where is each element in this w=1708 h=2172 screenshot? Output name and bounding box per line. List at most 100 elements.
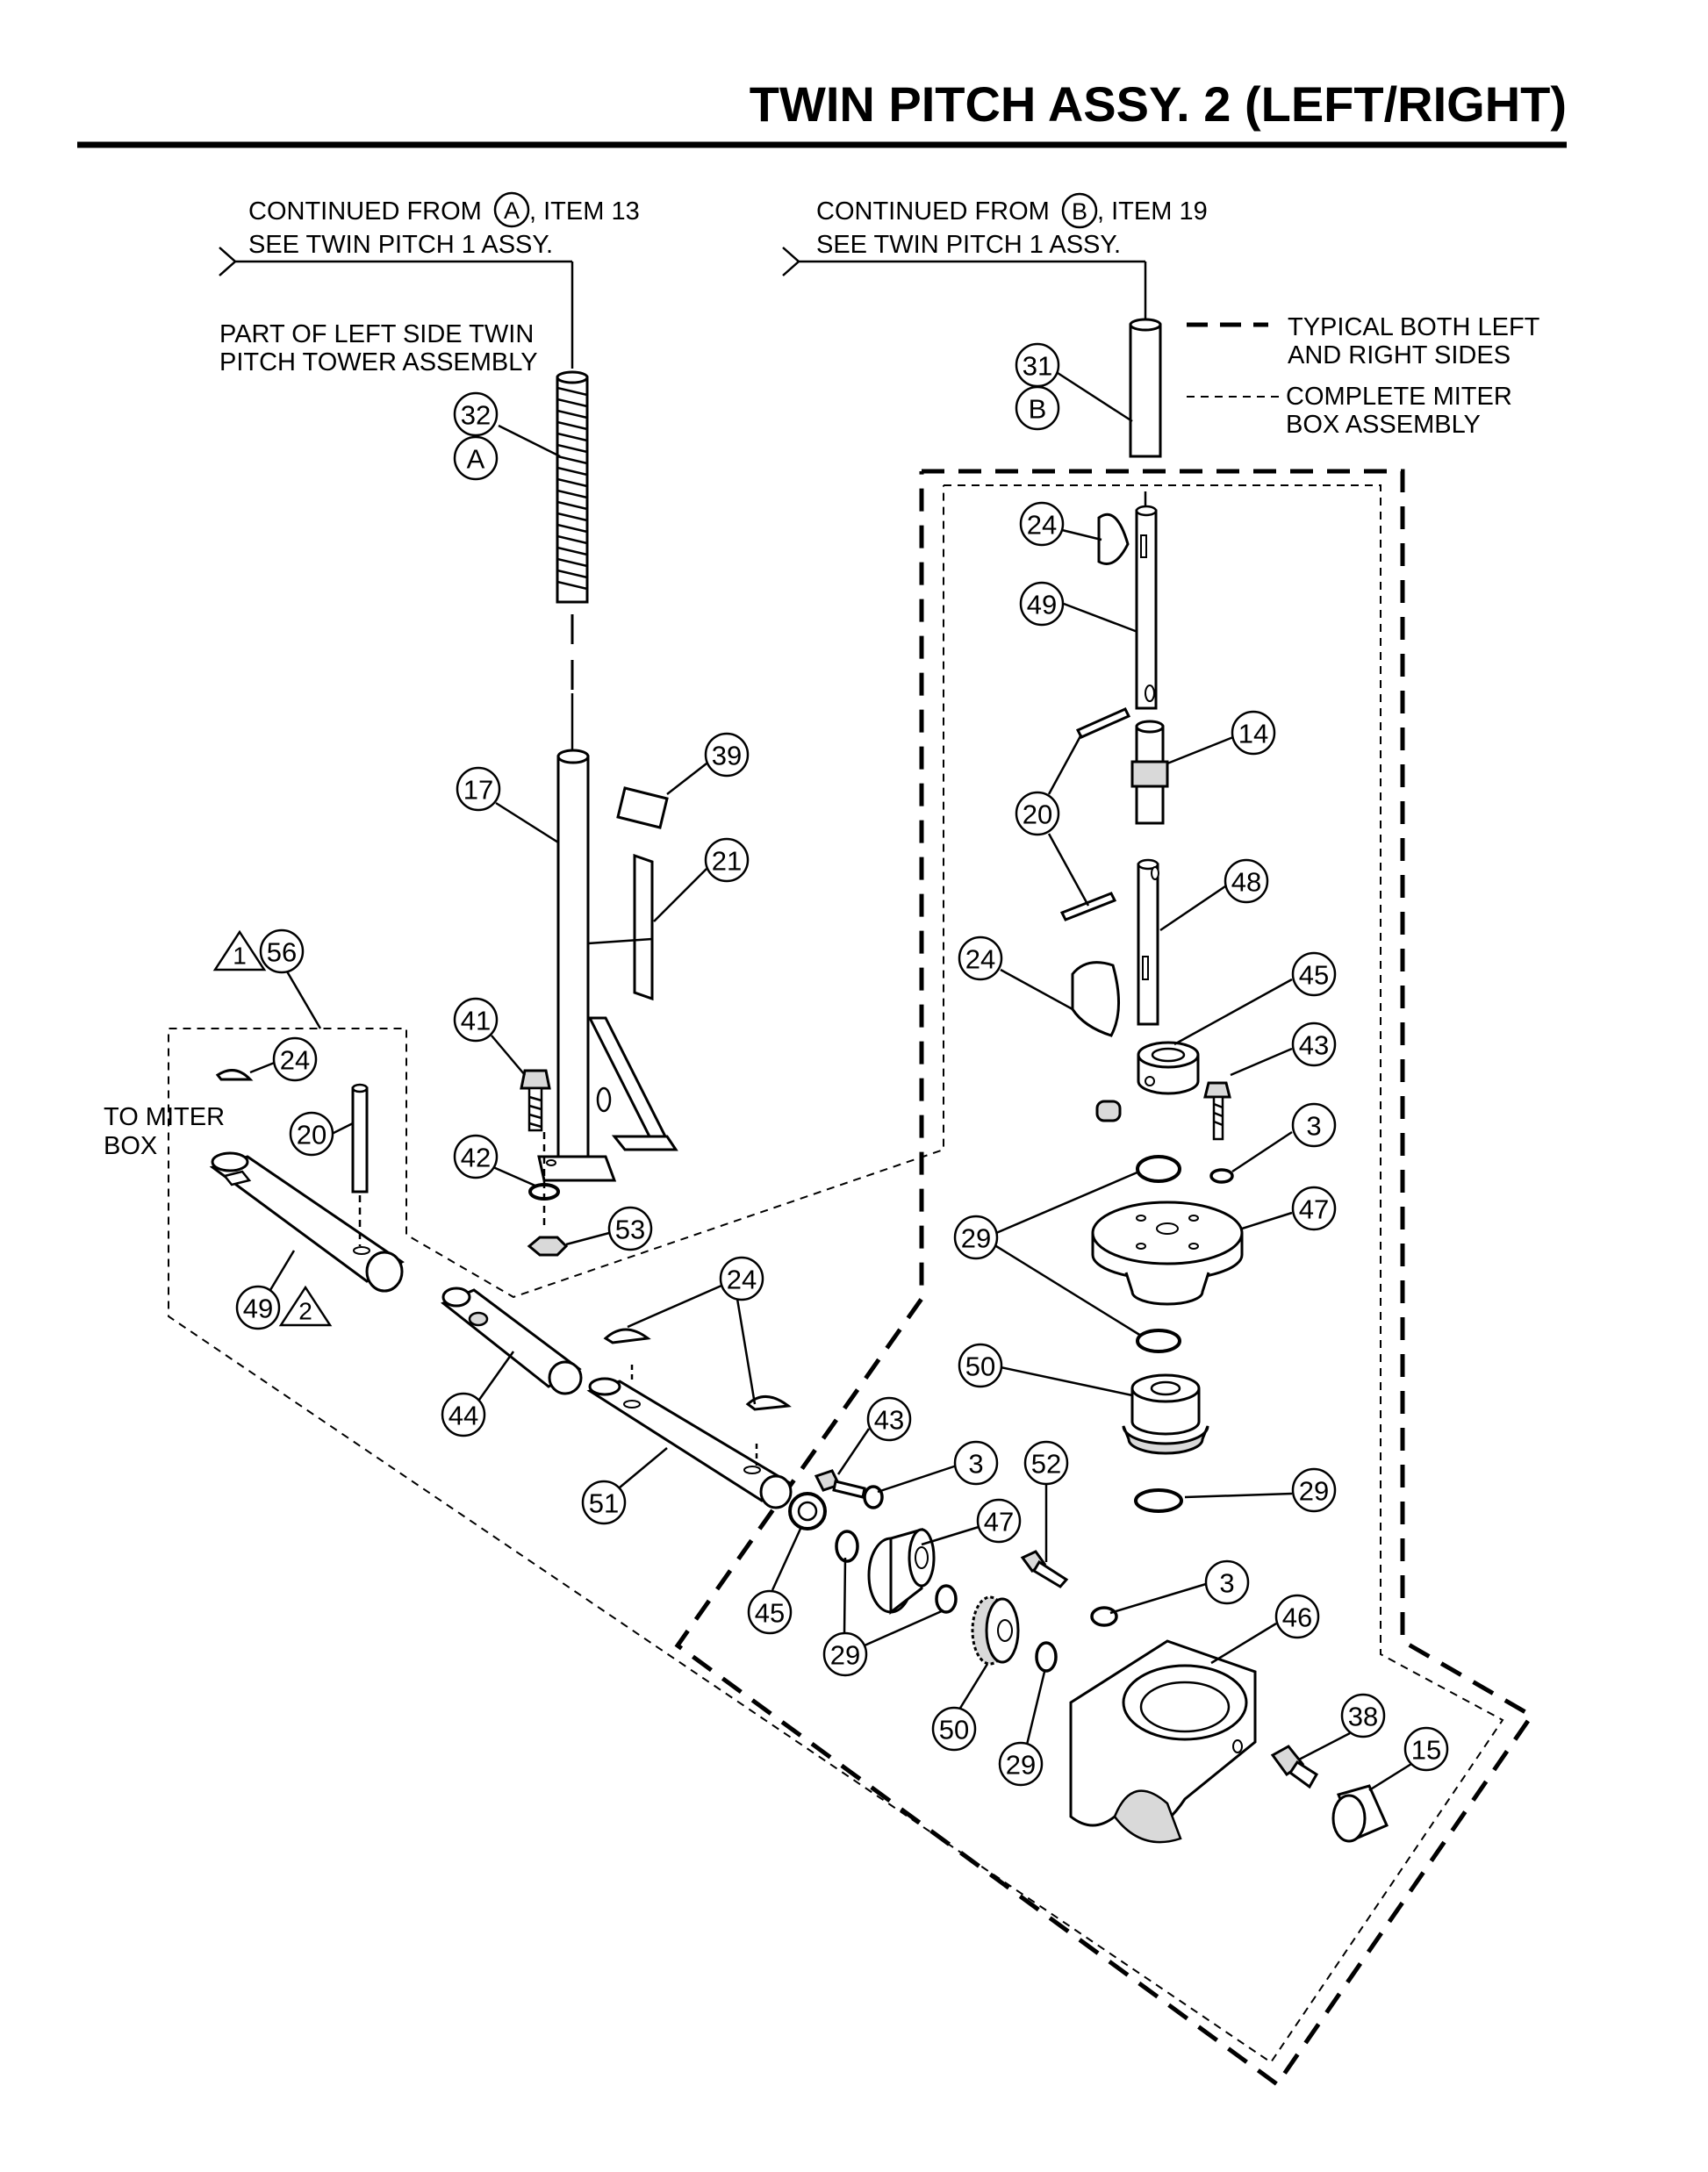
callout-circle — [1015, 791, 1060, 836]
break-mark-a — [219, 247, 237, 276]
callout-number: 20 — [297, 1120, 327, 1151]
callout-number: 31 — [1023, 351, 1052, 382]
callout-a1: A — [453, 435, 499, 481]
callout-circle — [866, 1396, 912, 1442]
callout-circle — [1231, 710, 1276, 756]
callout-47b: 47 — [976, 1498, 1022, 1544]
callout-number: 43 — [1299, 1030, 1329, 1061]
callout-number: 52 — [1031, 1449, 1061, 1480]
legend-typical-line1: TYPICAL BOTH LEFT — [1288, 313, 1540, 341]
svg-text:2: 2 — [298, 1298, 312, 1325]
leader-line — [619, 1447, 668, 1488]
tower-tube-part-17 — [537, 693, 678, 1182]
set-screw — [1095, 1100, 1122, 1122]
see-assy-b: SEE TWIN PITCH 1 ASSY. — [816, 231, 1121, 259]
callout-circle — [456, 766, 501, 812]
bolt-part-41 — [520, 1069, 551, 1132]
legend-typical-line2: AND RIGHT SIDES — [1288, 341, 1511, 369]
callout-circle — [453, 391, 499, 437]
pin-part-20-right — [1059, 707, 1131, 921]
part-of-note-line1: PART OF LEFT SIDE TWIN — [219, 320, 534, 348]
leader-line — [627, 1284, 722, 1329]
callout-number: 24 — [1027, 510, 1057, 541]
callout-3b: 3 — [953, 1440, 999, 1486]
callout-47a: 47 — [1291, 1186, 1337, 1231]
callout-38: 38 — [1340, 1693, 1386, 1738]
callout-number: 48 — [1231, 867, 1261, 898]
callout-number: 15 — [1411, 1735, 1441, 1766]
callout-number: 46 — [1282, 1602, 1312, 1633]
leader-line — [1000, 1366, 1133, 1397]
continued-a-suffix: , ITEM 13 — [529, 197, 640, 226]
leader-line — [1166, 735, 1234, 765]
decal-part-21 — [633, 853, 654, 1001]
callout-number: 56 — [267, 937, 297, 968]
callout-29b: 29 — [1291, 1467, 1337, 1513]
continued-a-ref: A — [504, 197, 520, 224]
callout-circle — [581, 1480, 627, 1525]
callout-24c: 24 — [272, 1036, 318, 1082]
washer-part-3-right — [1090, 1606, 1118, 1627]
callout-29c: 29 — [822, 1631, 868, 1677]
leader-line — [836, 1428, 871, 1475]
revision-mark-2: 2 — [278, 1285, 333, 1327]
leader-line — [492, 1165, 538, 1188]
callout-circle — [1224, 858, 1269, 904]
callout-number: 51 — [589, 1488, 619, 1519]
leader-line — [249, 1060, 277, 1074]
fitting-part-38 — [1270, 1745, 1319, 1789]
callout-number: 41 — [461, 1006, 491, 1036]
flange-part-47-lower — [867, 1528, 936, 1616]
callout-number: A — [467, 444, 485, 475]
leader-line — [1241, 1211, 1293, 1230]
leader-line — [269, 1250, 296, 1291]
callout-circle — [1291, 951, 1337, 997]
collar-part-45 — [1095, 1041, 1200, 1122]
callout-circle — [1291, 1467, 1337, 1513]
callout-43a: 43 — [1291, 1021, 1337, 1067]
callout-45a: 45 — [1291, 951, 1337, 997]
label-part-39 — [616, 786, 669, 829]
callout-number: 47 — [984, 1507, 1014, 1538]
leader-line — [958, 1663, 989, 1710]
bolt-part-43-upper — [1203, 1081, 1231, 1141]
leader-line — [285, 971, 322, 1029]
callout-circle — [453, 435, 499, 481]
shaft-part-48 — [1137, 858, 1159, 1026]
callout-circle — [1019, 581, 1065, 627]
callout-number: 38 — [1348, 1702, 1378, 1732]
callout-29a: 29 — [953, 1215, 999, 1260]
leader-line — [1109, 1582, 1207, 1615]
washer-part-29-left — [835, 1530, 859, 1563]
callout-circle — [1291, 1186, 1337, 1231]
housing-part-46 — [1069, 1639, 1257, 1844]
callout-circle — [1340, 1693, 1386, 1738]
legend-complete-line1: COMPLETE MITER — [1286, 383, 1512, 411]
callout-43b: 43 — [866, 1396, 912, 1442]
callout-circle — [441, 1392, 486, 1437]
u-joint-part-14 — [1130, 720, 1169, 825]
washer-part-29-top — [1136, 1155, 1181, 1183]
callout-circle — [453, 1134, 499, 1179]
callout-number: 21 — [712, 846, 742, 877]
callout-number: 3 — [1306, 1111, 1321, 1142]
callout-circle — [259, 928, 305, 974]
callout-number: 3 — [1219, 1568, 1234, 1599]
callout-24b: 24 — [958, 935, 1003, 981]
callout-number: 14 — [1238, 719, 1268, 749]
leader-line — [587, 937, 653, 945]
callout-24d: 24 — [719, 1256, 764, 1301]
callout-number: 49 — [243, 1294, 273, 1324]
callout-56: 56 — [259, 928, 305, 974]
washer-part-3-lower — [863, 1485, 884, 1509]
to-miter-box-line1: TO MITER — [104, 1103, 225, 1131]
bolt-part-43-lower — [814, 1469, 866, 1499]
callout-number: 3 — [968, 1449, 983, 1480]
leader-line — [995, 1244, 1142, 1337]
callout-32: 32 — [453, 391, 499, 437]
leader-line — [495, 801, 559, 844]
callout-number: 45 — [1299, 960, 1329, 991]
callout-number: 32 — [461, 400, 491, 431]
callout-circle — [1291, 1102, 1337, 1148]
ref-circle-a — [493, 191, 530, 228]
